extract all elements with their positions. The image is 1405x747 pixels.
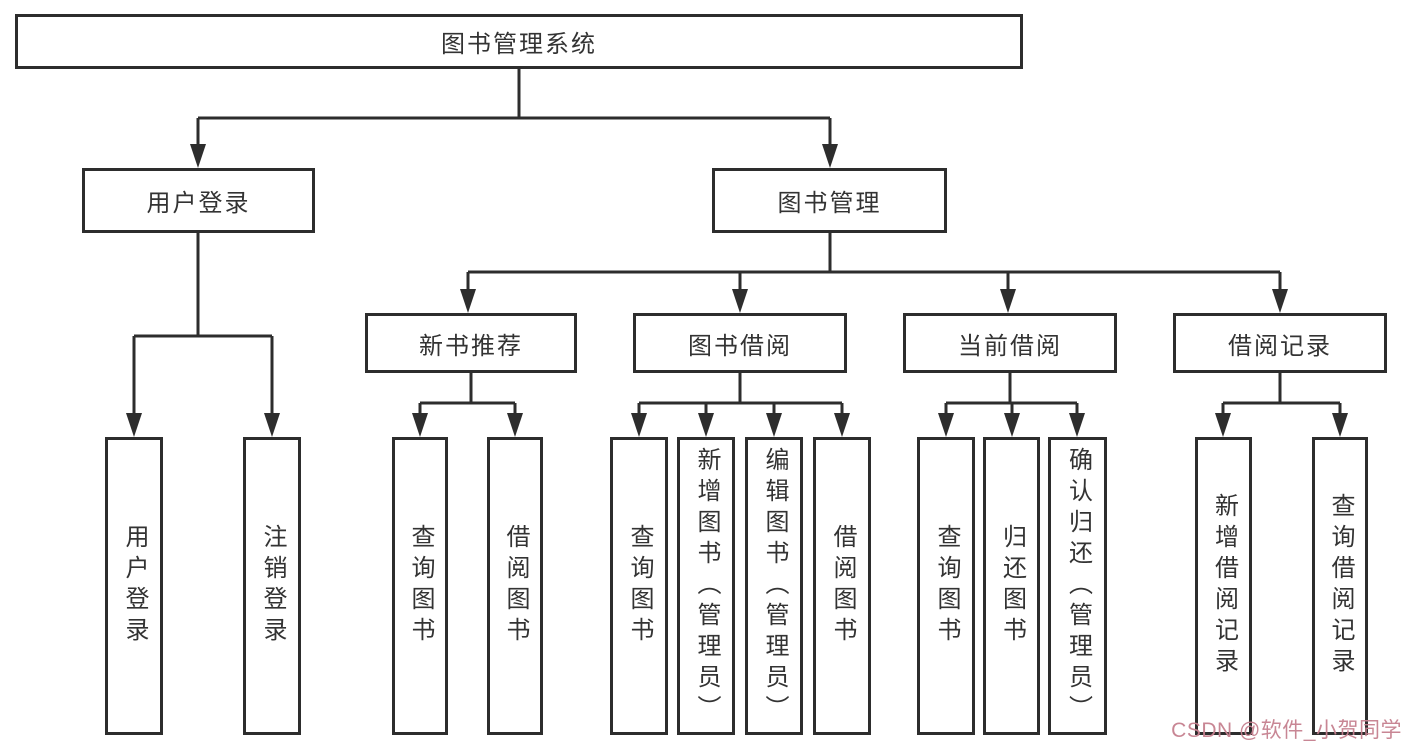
arrow-down-icon <box>126 413 142 437</box>
arrow-down-icon <box>938 413 954 437</box>
node-new-book-recommend-label: 新书推荐 <box>419 332 523 360</box>
arrow-down-icon <box>1215 413 1231 437</box>
node-borrow-records-label: 借阅记录 <box>1228 332 1332 360</box>
node-book-borrow: 图书借阅 <box>633 313 847 373</box>
node-borrow-records: 借阅记录 <box>1173 313 1387 373</box>
arrowheads <box>126 144 1348 437</box>
leaf-cb-return-books-label: 归还图书 <box>998 524 1026 648</box>
leaf-bb-edit-books-admin: 编辑图书（管理员） <box>745 437 803 735</box>
node-root-label: 图书管理系统 <box>441 31 597 58</box>
leaf-rec-borrow-books-label: 借阅图书 <box>502 524 529 648</box>
leaf-cb-query-books: 查询图书 <box>917 437 975 735</box>
leaf-bb-edit-books-admin-label: 编辑图书（管理员） <box>761 446 788 726</box>
leaf-bb-query-books: 查询图书 <box>610 437 668 735</box>
leaf-rec-borrow-books: 借阅图书 <box>487 437 543 735</box>
node-book-management-label: 图书管理 <box>777 190 882 217</box>
arrow-down-icon <box>1000 289 1016 313</box>
node-root: 图书管理系统 <box>15 14 1023 69</box>
arrow-down-icon <box>412 413 428 437</box>
leaf-br-query-record-label: 查询借阅记录 <box>1327 493 1354 679</box>
arrow-down-icon <box>822 144 838 168</box>
node-current-borrow: 当前借阅 <box>903 313 1117 373</box>
leaf-br-add-record-label: 新增借阅记录 <box>1210 493 1238 679</box>
arrow-down-icon <box>1069 413 1085 437</box>
node-book-management: 图书管理 <box>712 168 947 233</box>
arrow-down-icon <box>1332 413 1348 437</box>
leaf-bb-borrow-books: 借阅图书 <box>813 437 871 735</box>
leaf-bb-add-books-admin-label: 新增图书（管理员） <box>693 446 720 726</box>
arrow-down-icon <box>766 413 782 437</box>
leaf-user-login-label: 用户登录 <box>121 524 148 648</box>
leaf-bb-add-books-admin: 新增图书（管理员） <box>677 437 735 735</box>
arrow-down-icon <box>1004 413 1020 437</box>
leaf-br-add-record: 新增借阅记录 <box>1195 437 1252 735</box>
csdn-watermark: CSDN @软件_小贺同学 <box>1171 719 1402 742</box>
node-new-book-recommend: 新书推荐 <box>365 313 577 373</box>
tree-edges <box>132 69 1342 415</box>
arrow-down-icon <box>460 289 476 313</box>
arrow-down-icon <box>732 289 748 313</box>
arrow-down-icon <box>1272 289 1288 313</box>
leaf-cb-query-books-label: 查询图书 <box>933 524 960 648</box>
arrow-down-icon <box>507 413 523 437</box>
leaf-cb-return-books: 归还图书 <box>983 437 1040 735</box>
node-user-login-label: 用户登录 <box>146 190 251 217</box>
leaf-rec-query-books-label: 查询图书 <box>407 524 434 648</box>
leaf-bb-borrow-books-label: 借阅图书 <box>829 524 856 648</box>
leaf-bb-query-books-label: 查询图书 <box>626 524 653 648</box>
leaf-br-query-record: 查询借阅记录 <box>1312 437 1368 735</box>
leaf-cb-confirm-return-admin-label: 确认归还（管理员） <box>1064 446 1092 726</box>
node-user-login: 用户登录 <box>82 168 315 233</box>
node-current-borrow-label: 当前借阅 <box>958 332 1062 360</box>
node-book-borrow-label: 图书借阅 <box>688 332 792 360</box>
leaf-user-login: 用户登录 <box>105 437 163 735</box>
leaf-cb-confirm-return-admin: 确认归还（管理员） <box>1048 437 1107 735</box>
arrow-down-icon <box>698 413 714 437</box>
arrow-down-icon <box>834 413 850 437</box>
arrow-down-icon <box>631 413 647 437</box>
arrow-down-icon <box>264 413 280 437</box>
leaf-rec-query-books: 查询图书 <box>392 437 448 735</box>
arrow-down-icon <box>190 144 206 168</box>
leaf-logout: 注销登录 <box>243 437 301 735</box>
leaf-logout-label: 注销登录 <box>259 524 286 648</box>
